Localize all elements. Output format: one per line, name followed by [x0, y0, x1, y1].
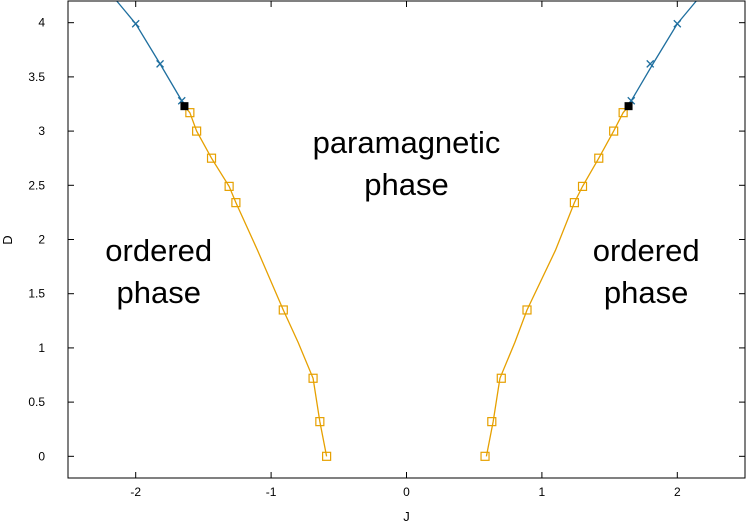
x-tick-label: 2 — [674, 485, 681, 499]
series-0-marker — [322, 451, 332, 461]
series-1-marker — [487, 417, 497, 427]
series-markers — [131, 19, 682, 461]
tricritical-point-1 — [624, 102, 633, 111]
series-lines — [116, 1, 697, 457]
y-tick-label: 1 — [38, 341, 45, 355]
series-0-marker — [192, 126, 202, 136]
series-0-marker — [231, 198, 241, 208]
axes: -2 -1 0 1 2 0 0.5 1 1.5 2 2.5 3 3.5 4 — [28, 0, 746, 499]
tricritical-point-0 — [180, 102, 189, 111]
series-0-line — [183, 105, 328, 457]
y-tick-label: 3 — [38, 124, 45, 138]
series-0-marker — [206, 153, 217, 163]
region-label-1: ordered phase — [105, 233, 212, 310]
series-2-line — [116, 1, 186, 107]
series-1-marker — [480, 451, 490, 461]
x-tick-label: -2 — [130, 485, 141, 499]
series-0-marker — [308, 373, 318, 383]
y-tick-label: 4 — [38, 16, 45, 30]
region-label-0-line-0: paramagnetic — [313, 125, 501, 160]
x-axis-label: J — [403, 509, 410, 524]
y-tick-label: 1.5 — [28, 287, 45, 301]
x-tick-label: 0 — [403, 485, 410, 499]
series-0-marker — [224, 181, 234, 191]
series-1-marker — [618, 108, 628, 118]
y-tick-label: 0.5 — [28, 395, 45, 409]
region-label-1-line-0: ordered — [105, 233, 212, 268]
series-0-marker — [278, 305, 288, 315]
series-3-marker — [646, 59, 655, 68]
x-tick-label: 1 — [539, 485, 546, 499]
region-label-0-line-1: phase — [364, 167, 448, 202]
series-1-marker — [496, 373, 506, 383]
region-label-2-line-0: ordered — [593, 233, 700, 268]
y-tick-label: 2 — [38, 233, 45, 247]
series-3-line — [627, 1, 697, 107]
series-1-marker — [594, 153, 604, 163]
series-2-marker — [131, 19, 140, 28]
region-label-2-line-1: phase — [604, 275, 688, 310]
series-1-marker — [522, 305, 532, 315]
y-axis-label: D — [0, 235, 15, 244]
series-1-marker — [609, 126, 619, 136]
x-tick-label: -1 — [266, 485, 277, 499]
phase-region-labels: paramagnetic phase ordered phase ordered phas… — [105, 125, 699, 310]
series-0-marker — [185, 108, 195, 118]
series-3-marker — [673, 19, 682, 28]
series-1-marker — [569, 198, 579, 208]
y-tick-label: 3.5 — [28, 70, 45, 84]
series-1-line — [485, 105, 630, 457]
region-label-1-line-1: phase — [116, 275, 200, 310]
region-label-0: paramagnetic phase — [313, 125, 501, 202]
y-tick-label: 0 — [38, 449, 45, 463]
series-1-marker — [577, 181, 588, 191]
series-2-marker — [156, 59, 165, 68]
series-0-marker — [315, 417, 325, 427]
y-tick-label: 2.5 — [28, 178, 45, 192]
region-label-2: ordered phase — [593, 233, 700, 310]
